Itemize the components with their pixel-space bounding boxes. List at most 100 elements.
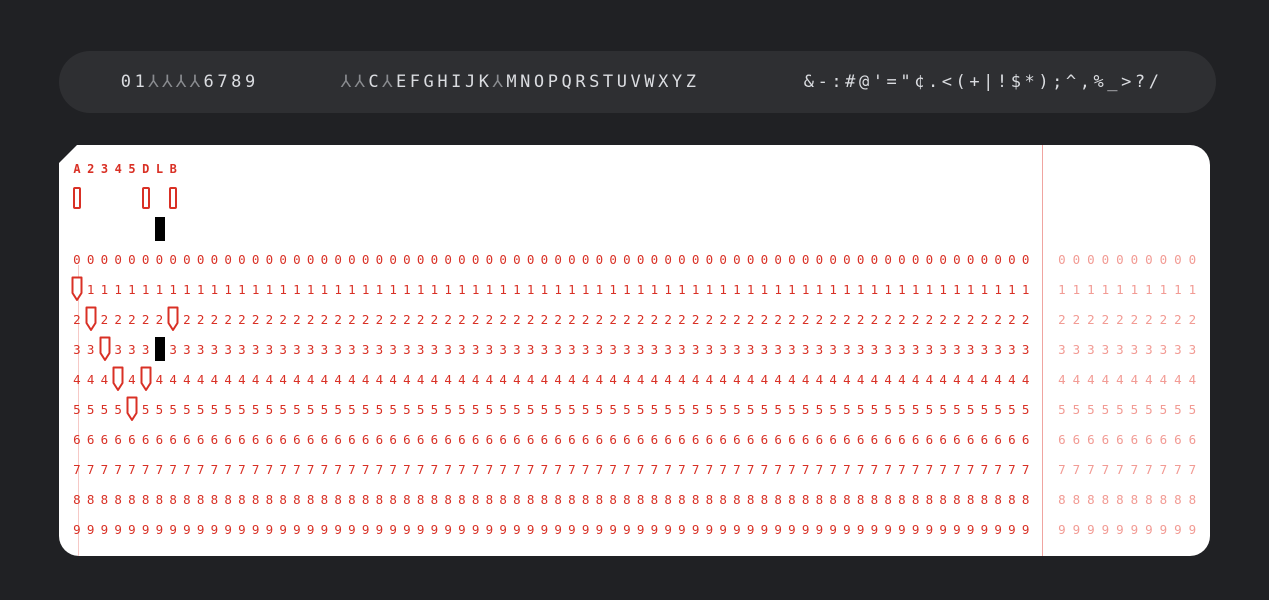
letter-key[interactable]: C <box>368 72 379 92</box>
grid-digit: 4 <box>306 372 315 387</box>
letter-key[interactable]: M <box>506 72 517 92</box>
grid-digit: 1 <box>279 282 287 297</box>
letter-key[interactable]: W <box>644 72 655 92</box>
symbol-key[interactable]: # <box>845 72 856 92</box>
grid-digit: 7 <box>829 462 837 477</box>
letter-key[interactable]: Q <box>561 72 572 92</box>
digit-key[interactable]: 9 <box>244 72 256 92</box>
symbol-key[interactable]: ^ <box>1065 72 1077 92</box>
letter-key[interactable]: G <box>423 72 434 92</box>
symbol-key[interactable]: % <box>1093 72 1104 92</box>
grid-digit: 5 <box>994 402 1002 417</box>
symbol-key[interactable]: ' <box>872 72 883 92</box>
symbol-key[interactable]: : <box>831 72 842 92</box>
digit-key[interactable]: ⅄ <box>189 72 201 92</box>
symbol-key[interactable]: ! <box>996 72 1008 92</box>
grid-digit: 2 <box>1021 312 1030 327</box>
letter-key[interactable]: E <box>395 72 407 92</box>
letter-key[interactable]: H <box>437 72 448 92</box>
extra-grid-digit: 5 <box>1159 402 1168 417</box>
extra-grid-digit: 0 <box>1087 252 1095 267</box>
grid-digit: 9 <box>389 522 397 537</box>
grid-digit: 5 <box>925 402 934 417</box>
symbol-key[interactable]: < <box>941 72 952 92</box>
symbol-key[interactable]: ? <box>1134 72 1146 92</box>
symbol-key[interactable]: + <box>969 72 980 92</box>
letter-key[interactable]: ⅄ <box>354 72 365 92</box>
letter-key[interactable]: I <box>451 72 462 92</box>
symbol-key[interactable]: $ <box>1010 72 1021 92</box>
grid-digit: 9 <box>251 522 260 537</box>
letter-key[interactable]: K <box>478 72 489 92</box>
digit-key[interactable]: ⅄ <box>175 72 187 92</box>
digit-key[interactable]: 6 <box>203 72 214 92</box>
grid-digit: 4 <box>513 372 521 387</box>
letter-key[interactable]: T <box>602 72 614 92</box>
symbol-key[interactable]: - <box>817 72 828 92</box>
digit-key[interactable]: 8 <box>231 72 242 92</box>
symbol-key[interactable]: @ <box>858 72 870 92</box>
letter-key[interactable]: J <box>464 72 476 92</box>
letter-key[interactable]: Z <box>685 72 696 92</box>
grid-digit: 3 <box>444 342 452 357</box>
extra-grid-digit: 4 <box>1145 372 1153 387</box>
grid-digit: 1 <box>306 282 315 297</box>
symbol-key[interactable]: ; <box>1052 72 1063 92</box>
letter-key[interactable]: P <box>547 72 558 92</box>
grid-digit: 5 <box>884 402 892 417</box>
symbol-key[interactable]: . <box>927 72 939 92</box>
grid-digit: 0 <box>210 252 219 267</box>
digit-key[interactable]: 7 <box>217 72 228 92</box>
grid-digit: 3 <box>128 342 136 357</box>
grid-digit: 6 <box>568 432 576 447</box>
letter-key[interactable]: Y <box>671 72 683 92</box>
grid-digit: 4 <box>361 372 370 387</box>
extra-grid-digit: 9 <box>1116 522 1124 537</box>
letter-key[interactable]: R <box>575 72 586 92</box>
grid-digit: 3 <box>664 342 672 357</box>
symbol-key[interactable]: & <box>803 72 815 92</box>
symbol-key[interactable]: ) <box>1038 72 1049 92</box>
digit-key[interactable]: 0 <box>120 72 132 92</box>
grid-digit: 7 <box>664 462 672 477</box>
grid-digit: 7 <box>623 462 631 477</box>
grid-digit: 7 <box>485 462 494 477</box>
letter-key[interactable]: X <box>658 72 669 92</box>
letter-key[interactable]: F <box>409 72 420 92</box>
symbol-key[interactable]: * <box>1024 72 1035 92</box>
grid-digit: 9 <box>183 522 191 537</box>
digit-key[interactable]: ⅄ <box>162 72 173 92</box>
grid-digit: 7 <box>513 462 521 477</box>
symbol-key[interactable]: / <box>1148 72 1159 92</box>
letter-key[interactable]: ⅄ <box>340 72 352 92</box>
symbol-key[interactable]: | <box>983 72 994 92</box>
grid-digit: 9 <box>128 522 136 537</box>
letter-key[interactable]: ⅄ <box>382 72 393 92</box>
letter-key[interactable]: ⅄ <box>492 72 503 92</box>
letter-key[interactable]: O <box>533 72 545 92</box>
extra-grid-digit: 5 <box>1072 402 1081 417</box>
grid-digit: 9 <box>966 522 975 537</box>
letter-key[interactable]: N <box>520 72 531 92</box>
grid-digit: 5 <box>980 402 989 417</box>
grid-digit: 8 <box>196 492 205 507</box>
symbol-key[interactable]: > <box>1121 72 1132 92</box>
letter-key[interactable]: U <box>616 72 627 92</box>
grid-digit: 7 <box>953 462 961 477</box>
symbol-key[interactable]: ( <box>955 72 966 92</box>
extra-grid-digit: 6 <box>1072 432 1081 447</box>
digit-key[interactable]: ⅄ <box>148 72 159 92</box>
digit-key[interactable]: 1 <box>134 72 145 92</box>
symbol-key[interactable]: = <box>886 72 897 92</box>
grid-digit: 7 <box>801 462 810 477</box>
symbol-key[interactable]: , <box>1079 72 1090 92</box>
grid-digit: 5 <box>348 402 356 417</box>
symbol-key[interactable]: ¢ <box>914 72 925 92</box>
symbol-key[interactable]: _ <box>1107 72 1118 92</box>
grid-digit: 6 <box>540 432 549 447</box>
letter-key[interactable]: S <box>589 72 600 92</box>
grid-digit: 9 <box>540 522 549 537</box>
symbol-key[interactable]: " <box>900 72 911 92</box>
letter-key[interactable]: V <box>630 72 641 92</box>
grid-digit: 0 <box>719 252 727 267</box>
